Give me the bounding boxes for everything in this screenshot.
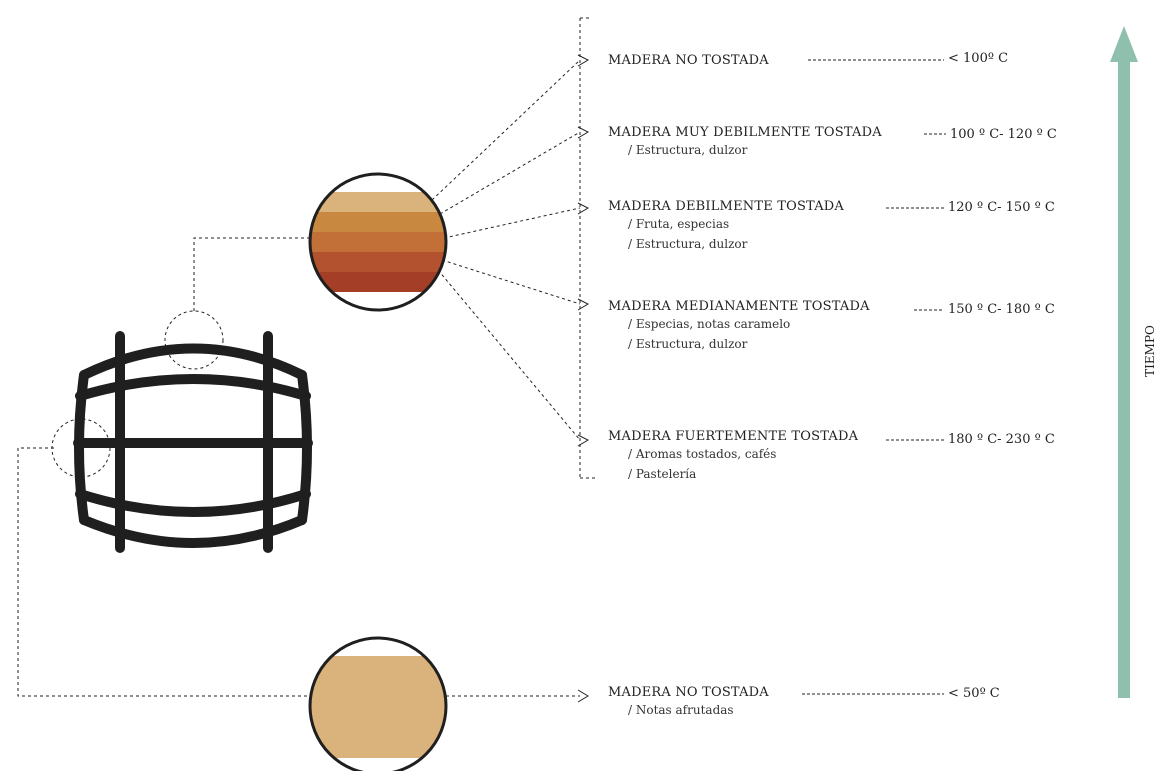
level-4-temp: 150 º C- 180 º C <box>948 302 1055 317</box>
level-note: / Pastelería <box>628 467 697 481</box>
level-title: MADERA MUY DEBILMENTE TOSTADA <box>608 125 882 140</box>
band-5 <box>310 272 446 292</box>
level-note: / Aromas tostados, cafés <box>628 447 777 461</box>
bottom-note: / Notas afrutadas <box>628 703 734 717</box>
level-3-temp: 120 º C- 150 º C <box>948 200 1055 215</box>
level-3: MADERA DEBILMENTE TOSTADA / Fruta, espec… <box>608 199 844 254</box>
band-4 <box>310 252 446 272</box>
level-5-temp: 180 º C- 230 º C <box>948 432 1055 447</box>
level-title: MADERA DEBILMENTE TOSTADA <box>608 199 845 214</box>
level-note: / Fruta, especias <box>628 217 730 231</box>
band-2 <box>310 212 446 232</box>
level-2-temp: 100 º C- 120 º C <box>950 127 1057 142</box>
fan-arrowheads <box>577 54 590 703</box>
level-note: / Especias, notas caramelo <box>628 317 791 331</box>
level-note: / Estructura, dulzor <box>628 337 748 351</box>
bottom-temp: < 50º C <box>948 686 1000 701</box>
arrow-up-icon <box>1110 26 1138 698</box>
band-3 <box>310 232 446 252</box>
top-bracket <box>579 17 596 479</box>
level-5: MADERA FUERTEMENTE TOSTADA / Aromas tost… <box>608 429 858 484</box>
barrel-icon <box>73 331 313 553</box>
fan-lines <box>431 59 581 441</box>
untoasted-wood-circle <box>308 636 448 771</box>
level-title: MADERA FUERTEMENTE TOSTADA <box>608 429 859 444</box>
level-title: MADERA MEDIANAMENTE TOSTADA <box>608 299 870 314</box>
level-note: / Estructura, dulzor <box>628 143 748 157</box>
level-4: MADERA MEDIANAMENTE TOSTADA / Especias, … <box>608 299 870 354</box>
toasted-wood-circle <box>308 172 448 312</box>
level-2: MADERA MUY DEBILMENTE TOSTADA / Estructu… <box>608 125 882 160</box>
temp-leaders <box>802 59 946 695</box>
bottom-title: MADERA NO TOSTADA <box>608 685 769 700</box>
level-title: MADERA NO TOSTADA <box>608 53 769 68</box>
barrel-connectors <box>17 237 580 697</box>
level-1: MADERA NO TOSTADA <box>608 53 769 68</box>
level-1-temp: < 100º C <box>948 51 1009 66</box>
bottom-level: MADERA NO TOSTADA / Notas afrutadas <box>608 685 769 720</box>
time-axis-label: TIEMPO <box>1142 325 1157 377</box>
level-note: / Estructura, dulzor <box>628 237 748 251</box>
band-1 <box>310 192 446 212</box>
